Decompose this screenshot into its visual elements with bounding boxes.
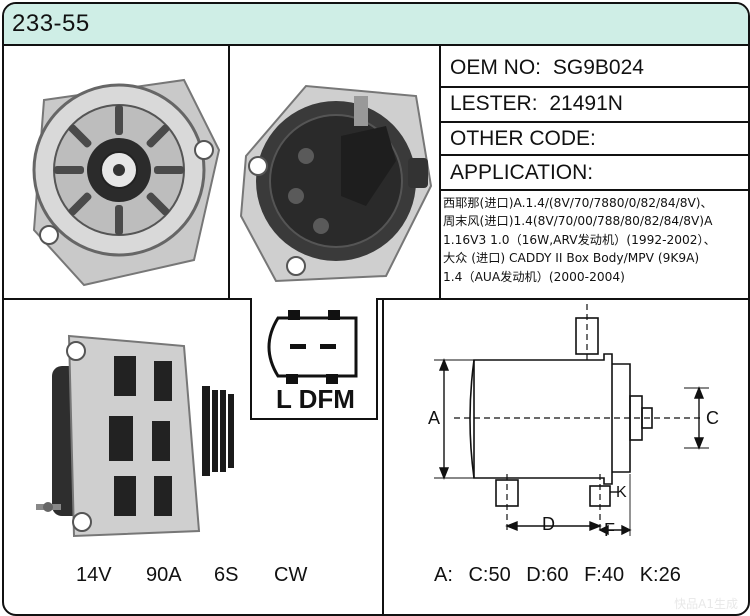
application-label: APPLICATION: [450,161,594,184]
rotation-direction: CW [274,564,308,586]
oem-label: OEM NO: [450,56,542,79]
dim-letter-c: C [706,408,719,428]
dim-prefix: A: [434,564,453,586]
application-line: 1.4（AUA发动机）(2000-2004) [443,269,625,284]
application-line: 大众 (进口) CADDY II Box Body/MPV (9K9A) [443,251,700,266]
dim-letter-f: F [604,520,615,540]
dim-letter-d: D [542,514,555,534]
dim-letter-k: K [616,484,627,501]
oem-row: OEM NO: SG9B024 [450,56,644,80]
alternator-side-image [36,334,234,538]
dim-value-f: F:40 [584,564,625,586]
connector-terminal-label: L DFM [276,384,355,414]
alternator-rear-image [239,84,433,283]
dim-value-d: D:60 [526,564,569,586]
divider [441,189,748,191]
pulley-grooves: 6S [214,564,239,586]
voltage-rating: 14V [76,564,112,586]
header-band: 233-55 [4,4,748,46]
divider [228,44,230,300]
oem-value: SG9B024 [552,56,644,79]
watermark: 快品A1生成 [674,597,738,611]
application-list: 西耶那(进口)A.1.4/(8V/70/7880/0/82/84/8V)、 周末… [443,194,748,286]
divider [439,44,441,300]
dim-value-c: C:50 [468,564,511,586]
dimension-drawing [434,304,709,536]
model-code: 233-55 [12,10,90,37]
divider [382,300,384,614]
dimension-values: A: C:50 D:60 F:40 K:26 [434,564,691,587]
lester-label: LESTER: [450,92,538,115]
other-code-label: OTHER CODE: [450,127,596,150]
dim-value-k: K:26 [639,564,681,586]
lester-row: LESTER: 21491N [450,92,623,116]
alternator-front-image [32,78,221,287]
divider [441,154,748,156]
amperage-rating: 90A [146,564,182,586]
divider [441,86,748,88]
application-line: 周末风(进口)1.4(8V/70/00/788/80/82/84/8V)A [443,214,713,229]
dim-letter-a: A [428,408,441,428]
application-line: 1.16V3 1.0（16W,ARV发动机）(1992-2002）、 [443,232,716,247]
connector-plug-icon [267,310,358,384]
lester-value: 21491N [549,92,623,115]
divider [441,121,748,123]
application-line: 西耶那(进口)A.1.4/(8V/70/7880/0/82/84/8V)、 [443,196,713,210]
